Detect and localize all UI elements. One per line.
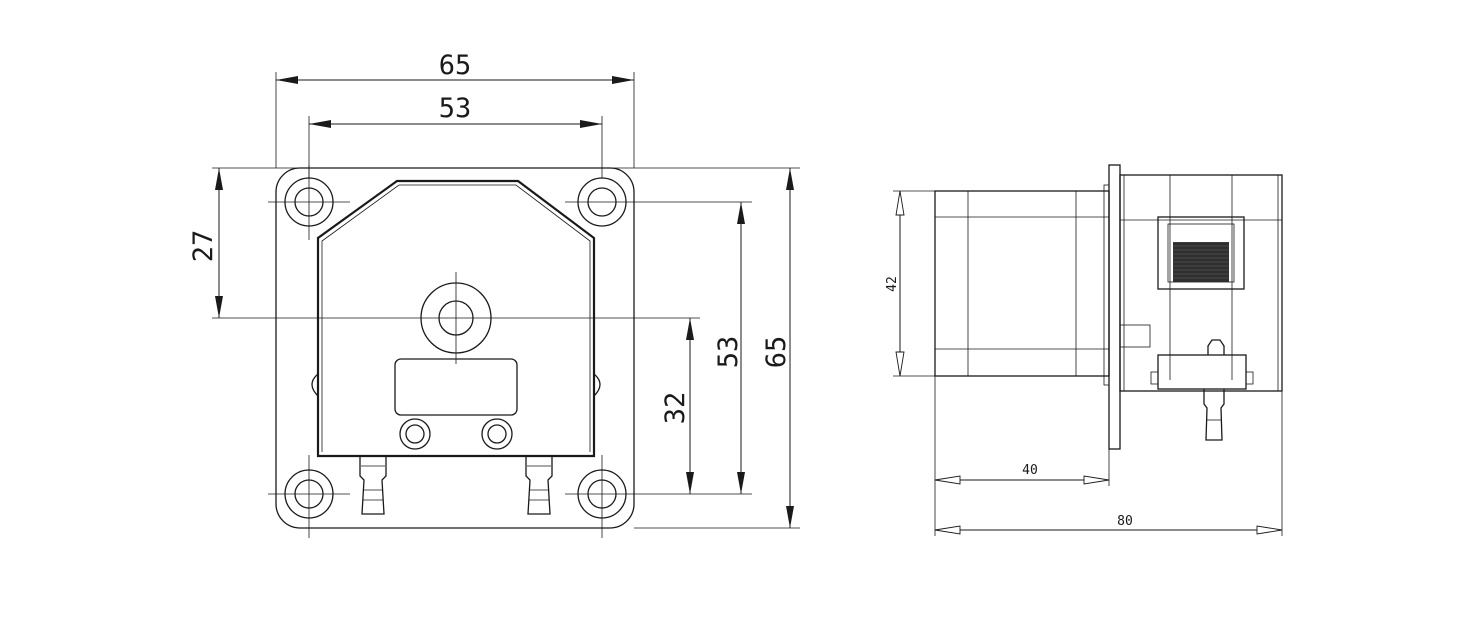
motor-body	[934, 190, 1110, 377]
dimension-lines	[215, 76, 794, 528]
side-dimension-lines	[895, 190, 1283, 535]
connector-cap-left	[1150, 371, 1159, 385]
dim-label-width-65: 65	[439, 50, 472, 81]
pump-head-outline	[316, 179, 596, 458]
motor-body-lines	[935, 191, 1109, 376]
extension-lines	[212, 72, 800, 529]
front-view: 65 53 27 32 53 65	[188, 50, 800, 538]
connector-bottom-nozzle	[1203, 389, 1225, 441]
connector-block	[1157, 354, 1247, 390]
connector-cap-right	[1245, 371, 1254, 385]
left-boss	[311, 373, 319, 397]
connector-top-nozzle	[1207, 339, 1225, 355]
left-knob-outer	[399, 418, 431, 450]
dim-label-height-65: 65	[761, 336, 792, 369]
dim-label-32: 32	[660, 392, 691, 425]
right-knob-outer	[481, 418, 513, 450]
rotor-block	[1157, 216, 1245, 290]
dim-label-27: 27	[188, 230, 219, 263]
pump-head-housing	[1119, 174, 1283, 392]
side-view: 42 40 80	[885, 164, 1283, 536]
dim-label-total-length-80: 80	[1117, 514, 1133, 529]
dim-label-holes-53: 53	[439, 93, 472, 124]
dim-label-holes-v-53: 53	[713, 336, 744, 369]
mounting-flange	[1108, 164, 1121, 450]
left-tube-connector	[359, 456, 387, 515]
rotor-ribs-fill	[1173, 242, 1229, 282]
right-tube-connector	[525, 456, 553, 515]
right-knob-inner	[487, 424, 507, 444]
right-boss	[593, 373, 601, 397]
left-knob-inner	[405, 424, 425, 444]
pump-head-inner-edge	[321, 184, 591, 452]
dim-label-motor-height-42: 42	[885, 276, 900, 292]
mounting-plate	[275, 167, 635, 529]
flange-collar	[1103, 184, 1110, 386]
dim-label-motor-length-40: 40	[1022, 463, 1038, 478]
pump-head-lines	[1119, 175, 1282, 391]
display-window	[394, 358, 518, 416]
